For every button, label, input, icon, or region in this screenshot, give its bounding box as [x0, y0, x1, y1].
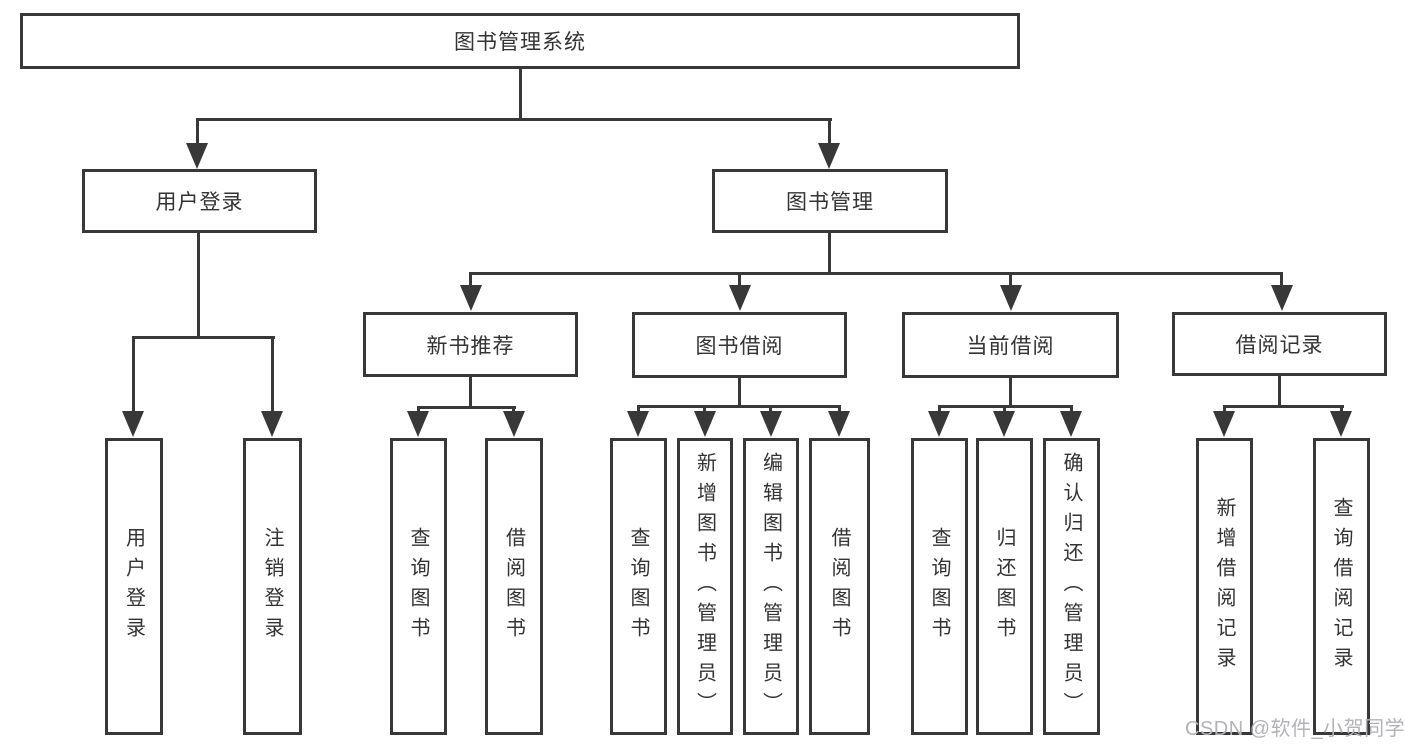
node-borrow-records: 借阅记录: [1172, 312, 1387, 376]
connector-current-trunk: [1009, 377, 1012, 408]
connector-userlogin-drop-1: [132, 336, 135, 414]
connector-borrow-drop-1: [637, 405, 640, 413]
connector-borrow-drop-4: [838, 405, 841, 413]
arrow-to-nb-query: [407, 411, 429, 437]
connector-records-trunk: [1278, 376, 1281, 408]
connector-bookmgmt-trunk: [828, 233, 831, 275]
arrow-to-br-add: [1213, 411, 1235, 437]
node-book-borrow: 图书借阅: [632, 312, 847, 378]
connector-current-drop-2: [1003, 405, 1006, 413]
node-leaf-nb-borrow-books: 借阅图书: [485, 438, 543, 735]
connector-current-drop-3: [1070, 405, 1073, 413]
arrow-to-user-login: [186, 143, 208, 169]
node-leaf-bb-query-books: 查询图书: [610, 438, 667, 735]
arrow-to-cb-return: [993, 411, 1015, 437]
connector-root-drop-right: [828, 118, 831, 148]
connector-bookmgmt-drop-3: [1009, 272, 1012, 288]
node-leaf-bb-borrow-books: 借阅图书: [809, 438, 870, 735]
node-book-management: 图书管理: [712, 169, 948, 233]
connector-records-drop-1: [1223, 405, 1226, 413]
connector-root-drop-left: [196, 118, 199, 148]
connector-userlogin-trunk: [197, 233, 200, 339]
arrow-to-borrow-records: [1271, 285, 1293, 311]
node-leaf-br-add-record: 新增借阅记录: [1196, 438, 1253, 735]
connector-borrow-drop-3: [769, 405, 772, 413]
arrow-to-book-borrow: [729, 285, 751, 311]
node-leaf-logout: 注销登录: [243, 438, 302, 735]
connector-records-hbar: [1223, 405, 1344, 408]
arrow-to-bb-borrow: [828, 411, 850, 437]
node-leaf-cb-confirm-return-admin: 确认归还（管理员）: [1043, 438, 1100, 735]
node-new-book-recommend: 新书推荐: [363, 312, 578, 377]
connector-newbook-drop-2: [512, 406, 515, 414]
connector-userlogin-hbar: [132, 336, 275, 339]
node-library-management-system: 图书管理系统: [20, 13, 1020, 69]
connector-bookmgmt-drop-2: [738, 272, 741, 288]
connector-bookmgmt-drop-1: [469, 272, 472, 288]
node-leaf-cb-return-books: 归还图书: [976, 438, 1033, 735]
arrow-to-new-book-recommend: [460, 285, 482, 311]
arrow-to-br-query: [1330, 411, 1352, 437]
connector-current-drop-1: [938, 405, 941, 413]
connector-newbook-drop-1: [417, 406, 420, 414]
arrow-to-current-borrow: [1000, 285, 1022, 311]
connector-newbook-hbar: [417, 406, 516, 409]
connector-borrow-drop-2: [703, 405, 706, 413]
arrow-to-leaf-user-login: [122, 411, 144, 437]
node-user-login: 用户登录: [82, 169, 317, 233]
arrow-to-cb-confirm: [1060, 411, 1082, 437]
node-leaf-cb-query-books: 查询图书: [911, 438, 968, 735]
node-current-borrow: 当前借阅: [902, 312, 1119, 378]
arrow-to-book-management: [818, 143, 840, 169]
arrow-to-leaf-logout: [261, 411, 283, 437]
csdn-watermark: CSDN @软件_小贺同学: [1185, 718, 1405, 740]
connector-bookmgmt-hbar: [469, 272, 1283, 275]
node-leaf-bb-edit-books-admin: 编辑图书（管理员）: [743, 438, 799, 735]
node-leaf-nb-query-books: 查询图书: [390, 438, 447, 735]
arrow-to-bb-query: [627, 411, 649, 437]
node-leaf-bb-add-books-admin: 新增图书（管理员）: [677, 438, 733, 735]
connector-borrow-trunk: [738, 377, 741, 408]
connector-borrow-hbar: [637, 405, 841, 408]
arrow-to-nb-borrow: [503, 411, 525, 437]
connector-records-drop-2: [1340, 405, 1343, 413]
connector-userlogin-drop-2: [271, 336, 274, 414]
arrow-to-bb-edit: [760, 411, 782, 437]
node-leaf-user-login: 用户登录: [105, 438, 163, 735]
connector-newbook-trunk: [469, 377, 472, 409]
arrow-to-cb-query: [928, 411, 950, 437]
connector-bookmgmt-drop-4: [1280, 272, 1283, 288]
connector-root-trunk: [519, 68, 522, 120]
connector-root-hbar: [196, 118, 832, 121]
node-leaf-br-query-record: 查询借阅记录: [1313, 438, 1370, 735]
arrow-to-bb-add: [694, 411, 716, 437]
